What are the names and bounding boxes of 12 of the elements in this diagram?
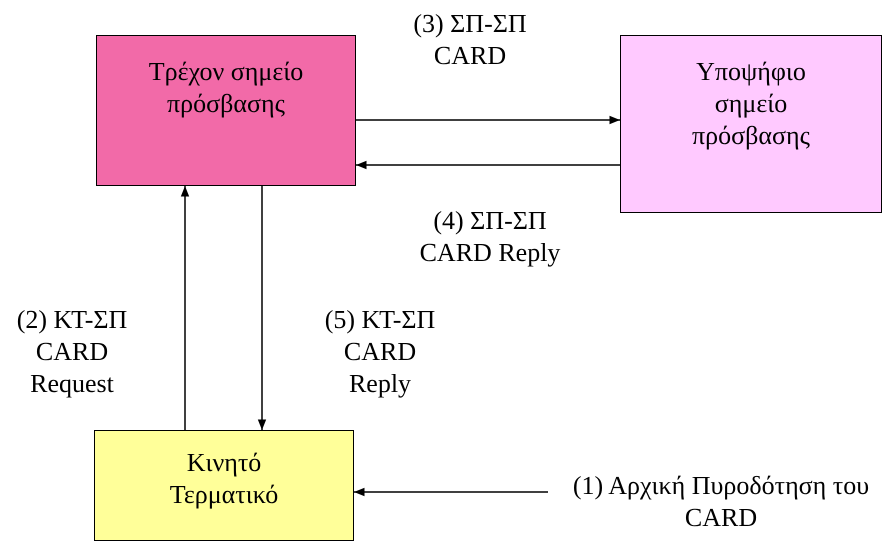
process-box xyxy=(94,430,354,541)
node-text: Υποψήφιο σημείο πρόσβασης xyxy=(691,56,811,152)
arrow xyxy=(356,160,620,170)
arrow xyxy=(356,116,620,124)
node-text: Τρέχον σημείο πρόσβασης xyxy=(148,56,304,120)
process-box xyxy=(96,35,356,186)
process-box xyxy=(620,35,882,213)
arrow xyxy=(354,488,548,496)
node-text: (1) Αρχική Πυροδότηση του CARD xyxy=(572,470,870,534)
node-text: Κινητό Τερματικό xyxy=(168,447,280,511)
arrow xyxy=(180,186,190,430)
arrow xyxy=(258,186,266,430)
